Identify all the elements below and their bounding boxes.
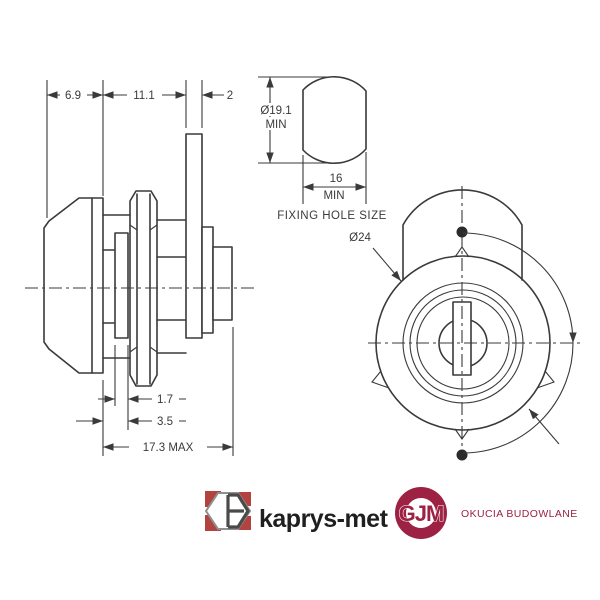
dim-body-length: 11.1 (133, 90, 155, 102)
cam-position-dot-top (456, 226, 468, 238)
dim-hole-width-min: MIN (323, 190, 344, 202)
dim-hole-diameter: Ø19.1 (260, 105, 291, 117)
washer (114, 232, 129, 339)
threaded-body (102, 214, 131, 359)
gjm-ring-inner (406, 498, 436, 528)
cam-position-dot-bottom (456, 449, 468, 461)
kaprys-met-logo: kaprys-met (204, 491, 389, 533)
front-view: Ø24 (349, 186, 584, 461)
gjm-wordmark: GJM (399, 501, 444, 526)
rotation-arc-lower (462, 342, 574, 454)
cam-retainer (201, 226, 214, 334)
side-view (25, 133, 258, 387)
rear-body (156, 219, 187, 354)
dim-head-height: 6.9 (65, 90, 81, 102)
dim-hole-diameter-min: MIN (265, 119, 286, 131)
dim-cam-thickness: 2 (227, 90, 233, 102)
dim-outer-diameter: Ø24 (349, 232, 371, 244)
kaprys-met-wordmark: kaprys-met (259, 505, 389, 533)
fixing-hole-detail: Ø19.1 MIN 16 MIN FIXING HOLE SIZE (255, 76, 387, 222)
rear-hub (212, 246, 233, 321)
gjm-tagline: OKUCIA BUDOWLANE (461, 508, 578, 520)
dim-total-length: 17.3 MAX (143, 442, 194, 454)
fixing-hole-shape (302, 76, 367, 164)
dim-grip-range: 3.5 (157, 416, 173, 428)
kaprys-met-icon (204, 491, 252, 531)
footer-logos: kaprys-met GJM OKUCIA BUDOWLANE (204, 487, 578, 539)
top-dimensions: 6.9 11.1 2 (46, 80, 233, 218)
lock-head-outline (43, 197, 104, 374)
cam-plate-side (185, 133, 203, 339)
dim-washer-thickness: 1.7 (157, 394, 173, 406)
fixing-hole-caption: FIXING HOLE SIZE (277, 210, 387, 222)
hex-nut (129, 190, 158, 387)
dim-hole-width: 16 (330, 173, 343, 185)
leader-arrow (528, 408, 560, 445)
rotation-arc-upper (462, 232, 577, 344)
gjm-logo: GJM OKUCIA BUDOWLANE (395, 487, 578, 539)
bottom-dimensions: 1.7 3.5 17.3 MAX (76, 327, 234, 456)
